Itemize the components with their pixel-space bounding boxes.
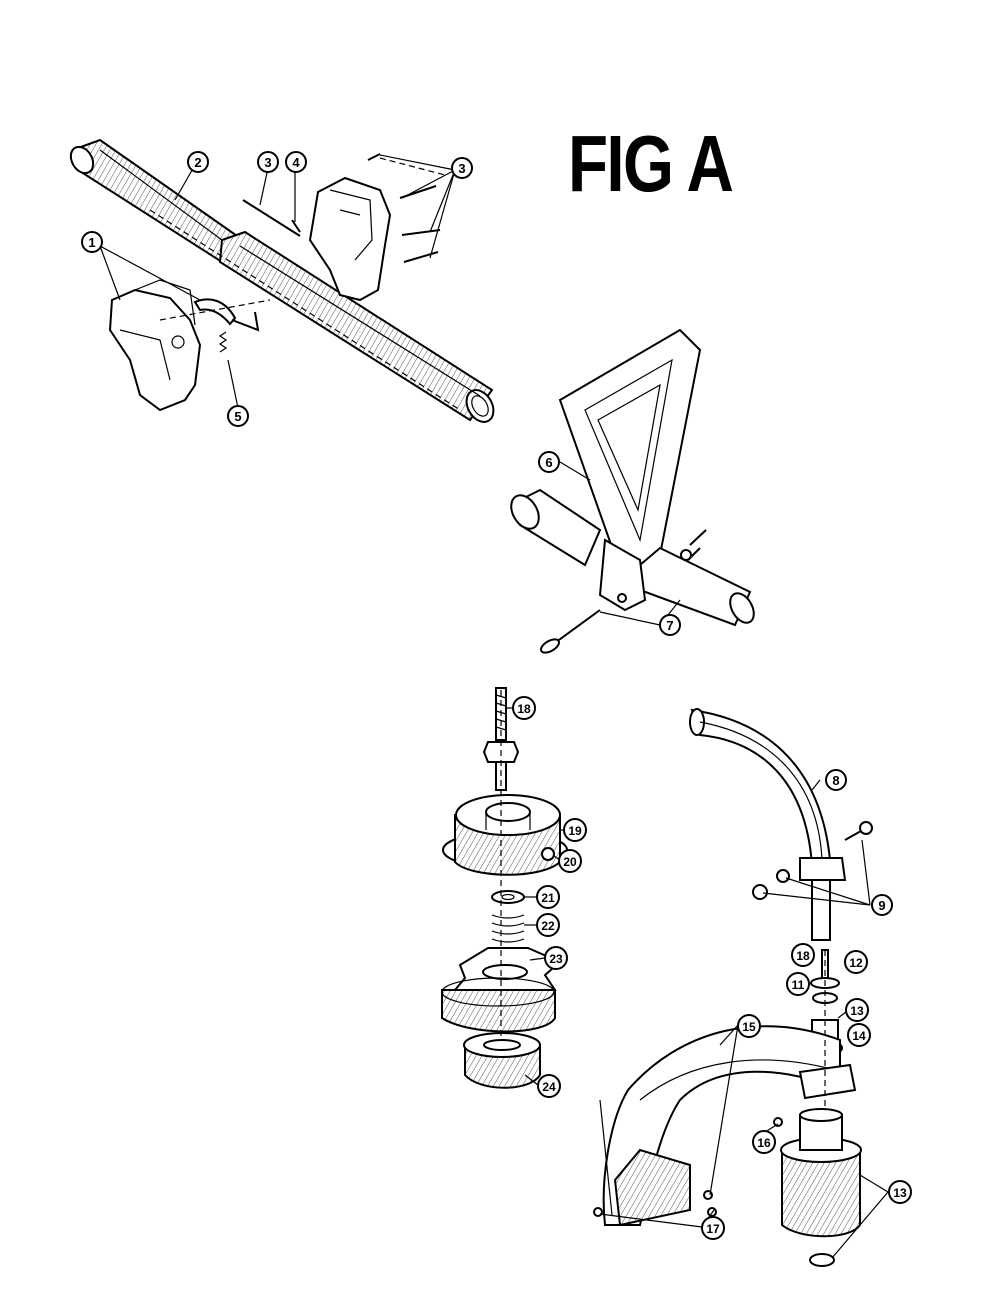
svg-text:21: 21 <box>541 891 555 905</box>
callout-22: 22 <box>536 913 560 937</box>
svg-text:11: 11 <box>792 978 805 992</box>
callout-23: 23 <box>544 946 568 970</box>
svg-text:1: 1 <box>88 235 95 250</box>
callout-20: 20 <box>558 849 582 873</box>
callout-11: 11 <box>786 972 810 996</box>
callout-4: 4 <box>285 151 307 173</box>
svg-text:14: 14 <box>852 1029 866 1043</box>
callout-14: 14 <box>847 1023 871 1047</box>
callout-8: 8 <box>825 769 847 791</box>
callout-9: 9 <box>871 894 893 916</box>
callout-labels: 1 2 3 4 3 5 6 7 18 19 20 21 22 23 24 8 9… <box>81 151 912 1240</box>
svg-text:19: 19 <box>568 824 582 838</box>
svg-text:5: 5 <box>234 409 241 424</box>
svg-text:13: 13 <box>893 1186 907 1200</box>
callout-21: 21 <box>536 885 560 909</box>
svg-text:9: 9 <box>878 898 885 913</box>
svg-text:8: 8 <box>832 773 839 788</box>
callout-12: 12 <box>844 950 868 974</box>
trimmer-head-assembly <box>441 687 568 1089</box>
svg-text:18: 18 <box>796 949 810 963</box>
svg-text:22: 22 <box>541 919 555 933</box>
svg-text:13: 13 <box>850 1004 864 1018</box>
svg-text:12: 12 <box>849 956 863 970</box>
svg-text:20: 20 <box>563 855 577 869</box>
svg-text:2: 2 <box>194 155 201 170</box>
d-handle-assembly <box>510 328 755 654</box>
callout-24: 24 <box>537 1074 561 1098</box>
svg-text:18: 18 <box>517 702 531 716</box>
svg-text:7: 7 <box>666 618 673 633</box>
callout-1: 1 <box>81 231 103 253</box>
callout-18a: 18 <box>512 696 536 720</box>
svg-text:6: 6 <box>545 455 552 470</box>
curved-shaft-guard-assembly <box>593 708 873 1267</box>
callout-13a: 13 <box>845 998 869 1022</box>
svg-text:16: 16 <box>757 1136 771 1150</box>
svg-text:3: 3 <box>264 155 271 170</box>
callout-19: 19 <box>563 818 587 842</box>
callout-18b: 18 <box>791 943 815 967</box>
svg-text:23: 23 <box>549 952 563 966</box>
figure-title: FIG A <box>568 119 734 208</box>
callout-15: 15 <box>737 1014 761 1038</box>
callout-17: 17 <box>701 1216 725 1240</box>
callout-3a: 3 <box>257 151 279 173</box>
upper-shaft-assembly <box>69 138 495 423</box>
callout-16: 16 <box>752 1130 776 1154</box>
callout-6: 6 <box>538 451 560 473</box>
callout-2: 2 <box>187 151 209 173</box>
leader-lines <box>99 154 889 1259</box>
svg-text:24: 24 <box>542 1080 556 1094</box>
callout-3b: 3 <box>451 157 473 179</box>
svg-text:17: 17 <box>706 1222 720 1236</box>
callout-13b: 13 <box>888 1180 912 1204</box>
svg-text:15: 15 <box>742 1020 756 1034</box>
svg-text:3: 3 <box>458 161 465 176</box>
svg-text:4: 4 <box>292 155 300 170</box>
callout-5: 5 <box>227 405 249 427</box>
callout-7: 7 <box>659 614 681 636</box>
